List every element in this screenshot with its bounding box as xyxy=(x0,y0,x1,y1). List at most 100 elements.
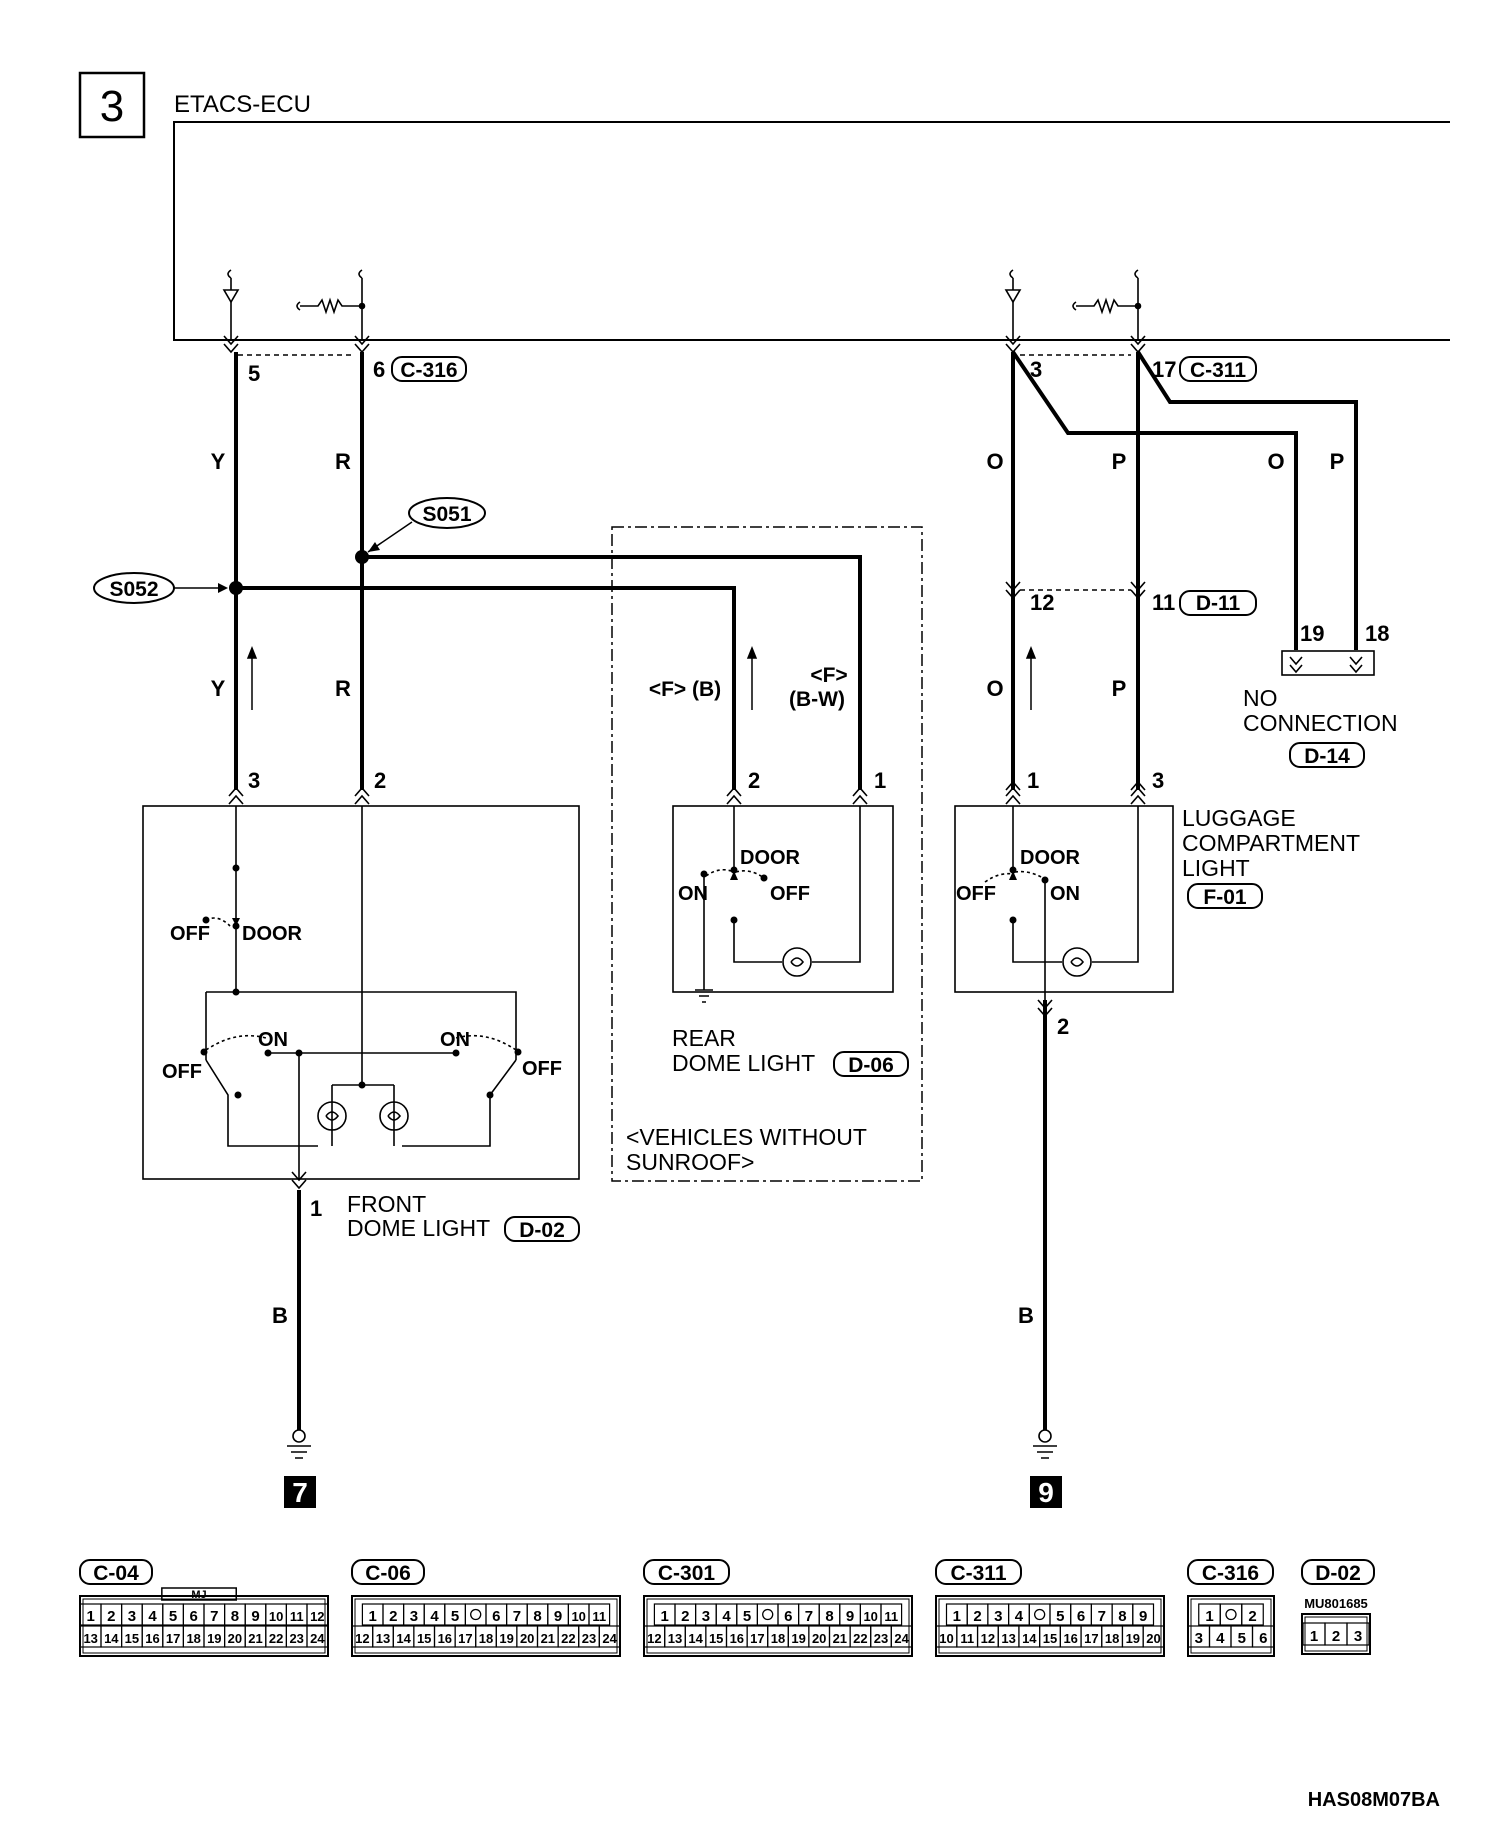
connector-pin-number: 14 xyxy=(396,1631,411,1646)
wire-color-f-tag: <F> xyxy=(810,664,847,687)
connector-pin-number: 5 xyxy=(743,1608,751,1625)
connector-cavity xyxy=(1142,1625,1165,1648)
connector-pin-number: 14 xyxy=(1022,1631,1037,1646)
connector-pin-number: 8 xyxy=(533,1608,541,1625)
connector-pin-number: 2 xyxy=(1248,1608,1256,1625)
connector-name: C-301 xyxy=(658,1562,716,1585)
page-number: 3 xyxy=(100,82,124,131)
connector-cavity xyxy=(1251,1625,1275,1648)
connector-pin-number: 17 xyxy=(1084,1631,1098,1646)
front-dome-off-1: OFF xyxy=(170,923,210,945)
connector-pin-number: 5 xyxy=(1238,1630,1246,1647)
conn-c311-badge xyxy=(1179,356,1257,382)
connector-pin-number: 18 xyxy=(1105,1631,1119,1646)
luggage-off: OFF xyxy=(956,883,996,905)
conn-d11-badge xyxy=(1179,590,1257,616)
connector-pin-number: 17 xyxy=(458,1631,472,1646)
luggage-pin-1: 1 xyxy=(1027,768,1039,793)
nc-terminal-marks xyxy=(1289,656,1363,674)
connector-cavity xyxy=(756,1603,779,1626)
connector-pin-number: 11 xyxy=(884,1609,898,1624)
luggage-dots xyxy=(1009,866,1049,924)
connector-pin-number: 10 xyxy=(571,1609,585,1624)
luggage-pin-3: 3 xyxy=(1152,768,1164,793)
ecu-pin-6: 6 xyxy=(373,357,385,382)
rear-dome-on: ON xyxy=(678,883,708,905)
luggage-box xyxy=(954,805,1174,993)
connector-pin-number: 2 xyxy=(973,1608,981,1625)
luggage-label-1: LUGGAGE xyxy=(1182,805,1296,831)
connector-pin-number: 4 xyxy=(722,1608,731,1625)
connector-pin-number: 19 xyxy=(1126,1631,1140,1646)
front-dome-circuit xyxy=(205,786,517,1190)
connector-pin-number: 7 xyxy=(805,1608,813,1625)
wire-color-o-right: O xyxy=(1267,449,1284,474)
connector-pin-number: 16 xyxy=(145,1631,159,1646)
wire-color-bw: (B-W) xyxy=(789,688,845,711)
connector-body xyxy=(1301,1613,1371,1655)
conn-d14-badge xyxy=(1289,742,1365,768)
ground-right-badge xyxy=(1030,1476,1062,1508)
connector-pin-number: 15 xyxy=(125,1631,139,1646)
conn-d11-label: D-11 xyxy=(1196,592,1241,615)
connector-pin-number: 18 xyxy=(186,1631,200,1646)
connector-pin-number: 7 xyxy=(210,1608,218,1625)
nc-pin-18: 18 xyxy=(1365,621,1389,646)
connector-badge xyxy=(935,1559,1022,1585)
connector-name: C-316 xyxy=(1202,1562,1259,1585)
luggage-door: DOOR xyxy=(1020,847,1081,869)
connector-pin-number: 15 xyxy=(1043,1631,1057,1646)
main-wires xyxy=(234,350,1358,1430)
wire-color-p-right: P xyxy=(1330,449,1345,474)
connector-pin-number: 8 xyxy=(1118,1608,1126,1625)
rear-dome-note-2: SUNROOF> xyxy=(626,1149,754,1175)
wire-o-right xyxy=(1011,350,1298,650)
page-number-box xyxy=(78,71,146,139)
connector-part-number: MU801685 xyxy=(1304,1596,1368,1611)
rear-dome-pin-2: 2 xyxy=(748,768,760,793)
connector-pin-number: 12 xyxy=(355,1631,369,1646)
wire-color-o-top: O xyxy=(986,449,1003,474)
connector-pin-number: 16 xyxy=(1063,1631,1077,1646)
ecu-pin-markers xyxy=(223,335,1146,356)
connector-pin-number: 3 xyxy=(994,1608,1002,1625)
junction-d11-markers xyxy=(1005,581,1146,600)
nc-label-1: NO xyxy=(1243,685,1278,711)
connector-pin-number: 22 xyxy=(269,1631,283,1646)
front-dome-box xyxy=(142,805,580,1180)
doc-code: HAS08M07BA xyxy=(1308,1789,1440,1811)
connector-pin-number: 4 xyxy=(1216,1630,1225,1647)
splice-s051-badge xyxy=(408,497,486,529)
connector-name: C-06 xyxy=(365,1562,411,1585)
front-dome-label-2: DOME LIGHT xyxy=(347,1215,490,1241)
wire-s052-branch xyxy=(236,586,736,790)
connector-cavity xyxy=(1219,1603,1243,1626)
rear-dome-door: DOOR xyxy=(740,847,801,869)
wire-color-r-low: R xyxy=(335,676,351,701)
splice-s052-label: S052 xyxy=(109,578,158,601)
connector-pin-number: 2 xyxy=(681,1608,689,1625)
connector-pin-number: 1 xyxy=(661,1608,669,1625)
connector-tag: MJ xyxy=(191,1589,206,1601)
connector-pin-number: 22 xyxy=(853,1631,867,1646)
connector-pin-number: 2 xyxy=(389,1608,397,1625)
junction-pin-12: 12 xyxy=(1030,590,1054,615)
connector-pin-number: 20 xyxy=(1146,1631,1160,1646)
conn-c316-label: C-316 xyxy=(400,359,457,382)
ground-left-badge xyxy=(284,1476,316,1508)
connector-pin-number: 1 xyxy=(87,1608,95,1625)
connector-cavity xyxy=(306,1603,329,1626)
connector-pin-number: 18 xyxy=(771,1631,785,1646)
connector-pin-number: 6 xyxy=(1077,1608,1085,1625)
connector-pin-number: 23 xyxy=(874,1631,888,1646)
splice-s051-label: S051 xyxy=(422,503,471,526)
connector-pin-number: 20 xyxy=(520,1631,534,1646)
connector-pin-number: 14 xyxy=(688,1631,703,1646)
connector-cavity xyxy=(598,1625,621,1648)
connector-name: D-02 xyxy=(1315,1562,1361,1585)
connector-pin-number: 6 xyxy=(1259,1630,1267,1647)
